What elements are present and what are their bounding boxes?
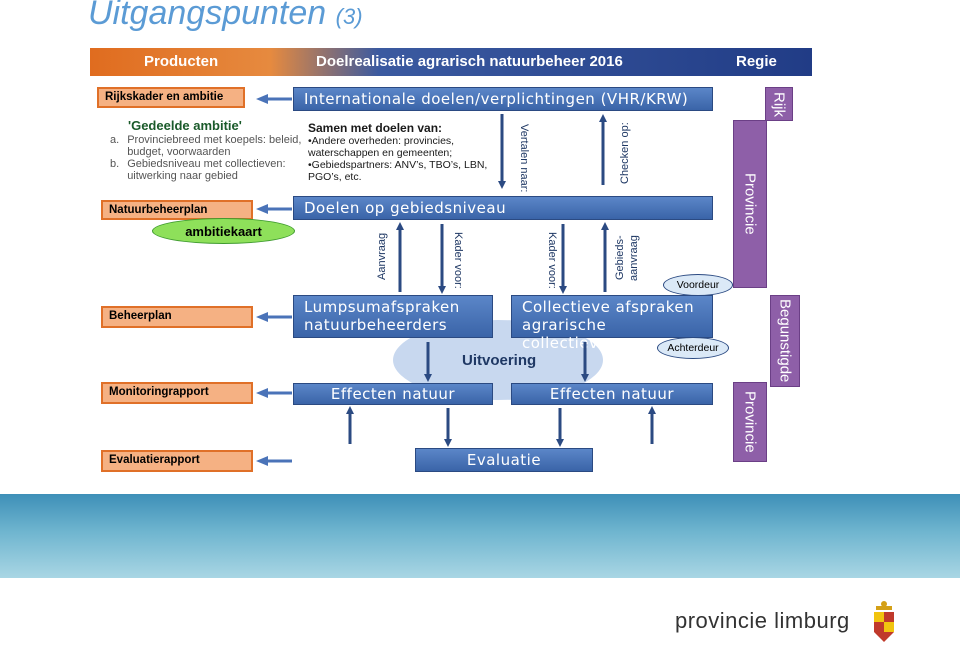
gedeelde-item-a-marker: a. [110, 134, 120, 146]
title-main: Uitgangspunten [88, 0, 327, 32]
kader-voor-label-1: Kader voor: [452, 232, 464, 289]
regie-provincie-1: Provincie [733, 120, 767, 288]
samen-item-partners: •Gebiedspartners: ANV’s, TBO’s, LBN, PGO… [308, 159, 488, 183]
diagram-panel [90, 48, 830, 492]
regie-provincie-2: Provincie [733, 382, 767, 462]
provincie-limburg-logo-text: provincie limburg [675, 608, 850, 633]
gedeelde-ambitie-block: 'Gedeelde ambitie' a. Provinciebreed met… [110, 118, 310, 188]
gedeelde-item-b-text: Gebiedsniveau met collectieven: uitwerki… [127, 158, 286, 182]
kader-voor-label-2: Kader voor: [546, 232, 558, 289]
header-doelrealisatie: Doelrealisatie agrarisch natuurbeheer 20… [316, 53, 623, 70]
effecten-natuur-box-1: Effecten natuur [293, 383, 493, 405]
aanvraag-label: Aanvraag [376, 232, 388, 280]
lumpsum-line-2: natuurbeheerders [304, 316, 448, 334]
gebieds-aanvraag-label-1: Gebieds- [614, 235, 626, 281]
gedeelde-item-b: b. Gebiedsniveau met collectieven: uitwe… [110, 158, 310, 182]
evaluatie-box: Evaluatie [415, 448, 593, 472]
rijkskader-box: Rijkskader en ambitie [97, 87, 245, 108]
regie-begunstigde: Begunstigde [770, 295, 800, 387]
achterdeur-oval: Achterdeur [657, 337, 729, 359]
collectieve-line-2: agrarische collectieven [522, 316, 619, 352]
gedeelde-ambitie-title: 'Gedeelde ambitie' [128, 118, 242, 133]
checken-op-label: Checken op: [619, 122, 631, 184]
collectieve-afspraken-box: Collectieve afspraken agrarische collect… [511, 295, 713, 352]
gebieds-aanvraag-label-2: aanvraag [628, 235, 640, 281]
gedeelde-item-a-text: Provinciebreed met koepels: beleid, budg… [127, 134, 302, 158]
page-title: Uitgangspunten (3) [88, 0, 363, 33]
voordeur-oval: Voordeur [663, 274, 733, 296]
header-bar: Producten Doelrealisatie agrarisch natuu… [90, 48, 812, 76]
footer-band [0, 494, 960, 578]
samen-title: Samen met doelen van: [308, 121, 443, 135]
lumpsum-line-1: Lumpsumafspraken [304, 298, 460, 316]
collectieve-line-1: Collectieve afspraken [522, 298, 695, 316]
samen-item-overheden: •Andere overheden: provincies, waterscha… [308, 135, 455, 159]
natuurbeheerplan-box: Natuurbeheerplan [101, 200, 253, 220]
evaluatierapport-box: Evaluatierapport [101, 450, 253, 472]
monitoringrapport-box: Monitoringrapport [101, 382, 253, 404]
samen-met-doelen-block: Samen met doelen van: •Andere overheden:… [308, 121, 498, 187]
gedeelde-item-a: a. Provinciebreed met koepels: beleid, b… [110, 134, 310, 158]
gedeelde-item-b-marker: b. [110, 158, 120, 170]
doelen-gebiedsniveau-bar: Doelen op gebiedsniveau [293, 196, 713, 220]
uitvoering-label: Uitvoering [462, 352, 537, 369]
provincie-crest-icon [874, 601, 894, 642]
title-sub: (3) [335, 4, 363, 29]
header-regie: Regie [736, 53, 777, 70]
effecten-natuur-box-2: Effecten natuur [511, 383, 713, 405]
footer-white [0, 578, 960, 656]
lumpsumafspraken-box: Lumpsumafspraken natuurbeheerders [293, 295, 493, 338]
regie-rijk: Rijk [765, 87, 793, 121]
internationale-doelen-bar: Internationale doelen/verplichtingen (VH… [293, 87, 713, 111]
beheerplan-box: Beheerplan [101, 306, 253, 328]
vertalen-naar-label: Vertalen naar: [518, 124, 530, 193]
ambitiekaart-oval: ambitiekaart [152, 218, 295, 244]
header-producten: Producten [144, 53, 219, 70]
